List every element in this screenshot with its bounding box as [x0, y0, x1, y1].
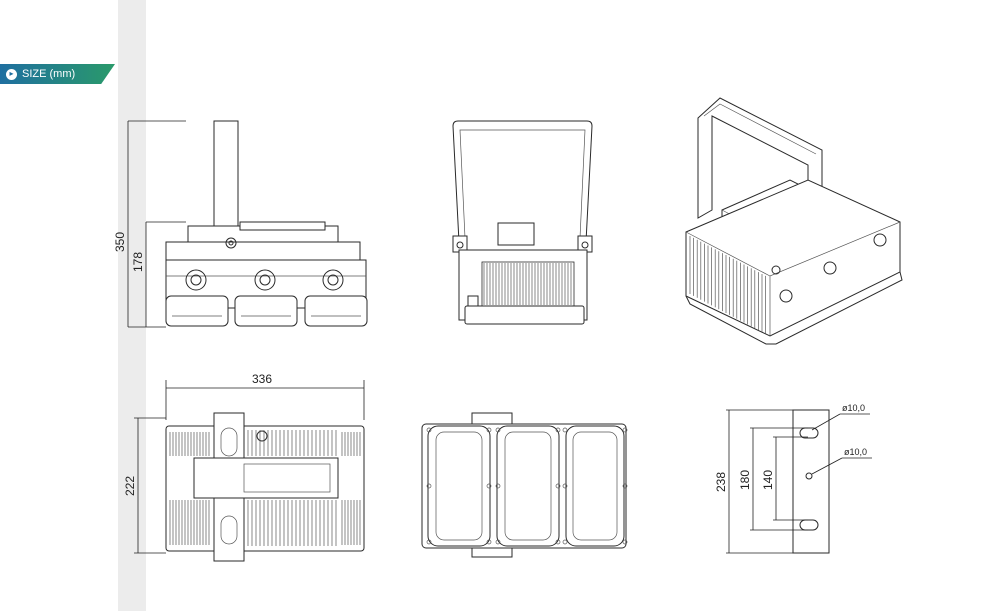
- dim-hole-diameter-bottom: ø10,0: [844, 447, 867, 457]
- front-dimensions: 350 178: [113, 120, 186, 328]
- iso-fins: [689, 236, 766, 334]
- dim-height-total: 350: [113, 232, 127, 252]
- chevron-right-icon: ▸: [6, 68, 17, 80]
- isometric-view: [685, 97, 903, 345]
- top-view: [165, 412, 365, 562]
- bottom-view: [421, 412, 628, 558]
- bracket-detail: 238 180 140 ø10,0 ø10,0: [714, 403, 872, 554]
- dim-hole-diameter-top: ø10,0: [842, 403, 865, 413]
- watermark-strip: LUXCOM LIGHTING: [118, 0, 263, 611]
- dim-bracket-height: 238: [714, 472, 728, 492]
- dim-width: 336: [252, 372, 272, 386]
- front-view: [165, 120, 368, 327]
- top-dimensions: 336 222: [123, 372, 365, 554]
- size-tag: ▸ SIZE (mm): [0, 64, 115, 84]
- top-fins: [169, 430, 361, 546]
- dim-height-lower: 178: [131, 252, 145, 272]
- bottom-screws: [426, 427, 628, 545]
- dim-depth: 222: [123, 476, 137, 496]
- side-view: [452, 120, 593, 325]
- side-fins: [481, 261, 575, 307]
- dim-hole-spacing-inner: 140: [761, 470, 775, 490]
- size-tag-label: SIZE (mm): [22, 68, 76, 80]
- dim-hole-spacing-outer: 180: [738, 470, 752, 490]
